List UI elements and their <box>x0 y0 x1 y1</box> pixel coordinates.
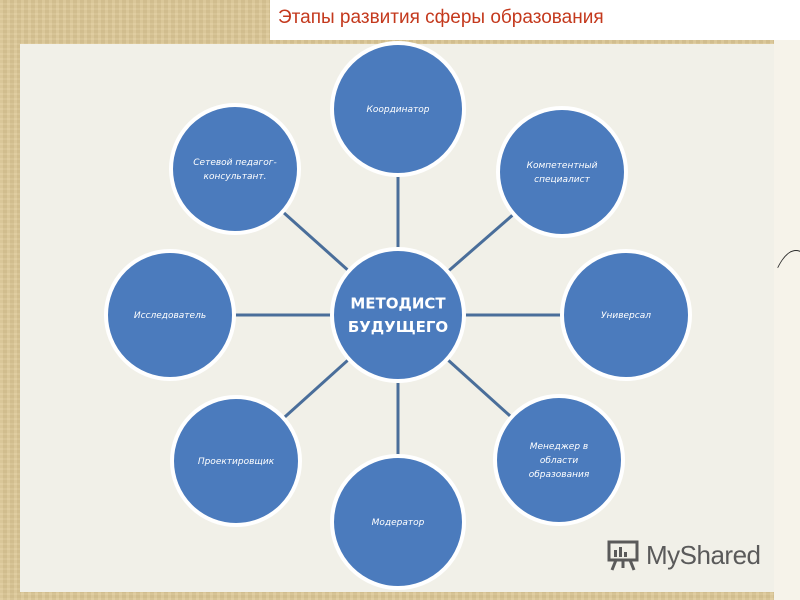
node-center-methodist-label: БУДУЩЕГО <box>348 318 448 336</box>
connector-setevoi <box>281 210 350 273</box>
node-issledovatel-label: Исследователь <box>134 311 206 321</box>
node-menedzher-label: Менеджер в <box>530 442 588 452</box>
node-kompetentnyi-label: Компетентный <box>527 161 598 171</box>
node-center-methodist-circle <box>330 247 466 383</box>
myshared-logo: MyShared <box>606 537 761 573</box>
watermark-text: MyShared <box>646 539 761 570</box>
node-menedzher-label: области <box>540 456 579 466</box>
node-center-methodist-label: МЕТОДИСТ <box>350 295 446 313</box>
node-setevoi: Сетевой педагог-консультант. <box>169 103 301 235</box>
connector-kompetentnyi <box>446 212 515 273</box>
node-koordinator-label: Координатор <box>366 105 429 115</box>
presentation-board-icon <box>607 540 639 571</box>
node-issledovatel-circle <box>104 249 236 381</box>
node-setevoi-label: консультант. <box>204 172 267 182</box>
connectors <box>234 175 562 456</box>
connector-menedzher <box>446 358 513 419</box>
node-moderator: Модератор <box>330 454 466 590</box>
node-issledovatel: Исследователь <box>104 249 236 381</box>
node-proektirovshchik-circle <box>170 395 302 527</box>
node-menedzher-label: образования <box>529 470 590 480</box>
node-universal: Универсал <box>560 249 692 381</box>
node-koordinator-circle <box>330 41 466 177</box>
connector-proektirovshchik <box>282 358 350 420</box>
node-setevoi-label: Сетевой педагог- <box>193 158 277 168</box>
node-setevoi-circle <box>169 103 301 235</box>
node-center-methodist: МЕТОДИСТ БУДУЩЕГО <box>330 247 466 383</box>
node-menedzher-circle <box>493 394 625 526</box>
node-proektirovshchik-label: Проектировщик <box>198 457 275 467</box>
title-bar: Этапы развития сферы образования <box>270 0 800 40</box>
node-universal-label: Универсал <box>601 311 651 321</box>
node-proektirovshchik: Проектировщик <box>170 395 302 527</box>
node-universal-circle <box>560 249 692 381</box>
node-menedzher: Менеджер в области образования <box>493 394 625 526</box>
node-kompetentnyi-label: специалист <box>534 175 590 185</box>
node-koordinator: Координатор <box>330 41 466 177</box>
node-kompetentnyi: Компетентный специалист <box>496 106 628 238</box>
node-moderator-circle <box>330 454 466 590</box>
node-kompetentnyi-circle <box>496 106 628 238</box>
page-title: Этапы развития сферы образования <box>278 7 604 28</box>
node-moderator-label: Модератор <box>372 518 425 528</box>
